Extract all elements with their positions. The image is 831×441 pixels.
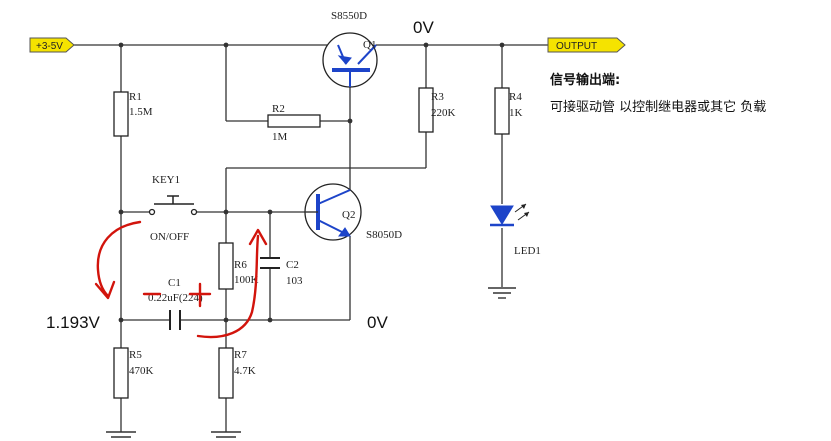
- key1-ref: KEY1: [152, 174, 180, 186]
- r3-ref: R3: [431, 91, 444, 103]
- red-curved-arrow-left: [96, 220, 142, 298]
- c2-ref: C2: [286, 259, 299, 271]
- r2-ref: R2: [272, 103, 285, 115]
- capacitor-c2: C2 103: [260, 257, 303, 287]
- key1-state: ON/OFF: [150, 231, 189, 243]
- resistor-r6: R6 100K: [218, 242, 259, 290]
- output-label: OUTPUT: [556, 41, 597, 52]
- r6-value: 100K: [234, 274, 259, 286]
- r7-value: 4.7K: [234, 365, 256, 377]
- transistor-q1: Q1 S8550D: [322, 10, 378, 88]
- led1-ref: LED1: [514, 245, 541, 257]
- resistor-r7: R7 4.7K: [218, 347, 256, 399]
- r5-value: 470K: [129, 365, 154, 377]
- voltage-top-label: 0V: [413, 18, 434, 37]
- red-arrowhead-left: [94, 280, 116, 300]
- red-annotations: [94, 220, 268, 339]
- resistor-r4: R4 1K: [494, 87, 523, 135]
- power-input-label: +3-5V: [36, 41, 63, 52]
- c1-value: 0.22uF(224): [148, 292, 203, 304]
- r3-value: 220K: [431, 107, 456, 119]
- transistor-q2: Q2 S8050D: [304, 183, 402, 241]
- r5-ref: R5: [129, 349, 142, 361]
- output-note-title: 信号输出端:: [550, 72, 620, 88]
- voltage-left-label: 1.193V: [46, 313, 101, 332]
- r1-value: 1.5M: [129, 106, 153, 118]
- ground-r5: [106, 431, 136, 438]
- q2-ref: Q2: [342, 209, 355, 221]
- q1-ref: Q1: [363, 39, 376, 51]
- r7-ref: R7: [234, 349, 247, 361]
- r2-value: 1M: [272, 131, 288, 143]
- power-input-tag: +3-5V: [29, 37, 75, 53]
- resistor-r1: R1 1.5M: [113, 91, 153, 137]
- voltage-right-label: 0V: [367, 313, 388, 332]
- ground-r7: [211, 431, 241, 438]
- r6-ref: R6: [234, 259, 247, 271]
- r4-value: 1K: [509, 107, 523, 119]
- output-tag: OUTPUT: [547, 37, 626, 53]
- red-arrowhead-right: [248, 228, 268, 246]
- switch-key1: KEY1 ON/OFF: [148, 174, 198, 243]
- red-curved-arrow-right: [196, 234, 260, 339]
- resistor-r3: R3 220K: [418, 87, 456, 133]
- ground-led: [488, 287, 516, 299]
- output-note-text: 可接驱动管 以控制继电器或其它 负载: [550, 99, 766, 115]
- led-led1: LED1: [490, 203, 541, 257]
- junctions: [118, 42, 505, 323]
- resistor-r5: R5 470K: [113, 347, 154, 399]
- q1-part: S8550D: [331, 10, 367, 22]
- c2-value: 103: [286, 275, 303, 287]
- capacitor-c1: C1 0.22uF(224): [148, 277, 203, 330]
- resistor-r2: R2 1M: [267, 103, 321, 143]
- r4-ref: R4: [509, 91, 522, 103]
- wires: [72, 44, 548, 432]
- q2-part: S8050D: [366, 229, 402, 241]
- r1-ref: R1: [129, 91, 142, 103]
- c1-ref: C1: [168, 277, 181, 289]
